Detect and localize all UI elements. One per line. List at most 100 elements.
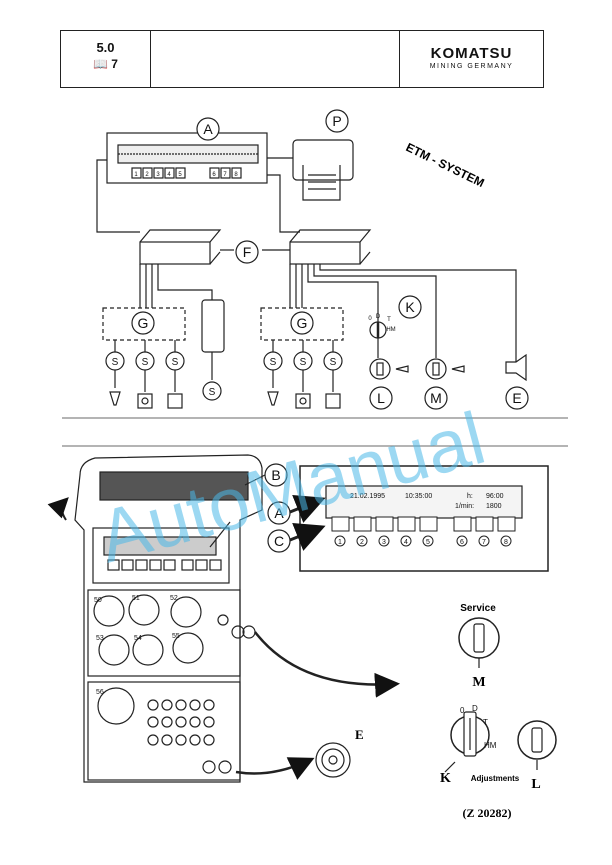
switch-pos: HM [484,741,497,750]
key-label: 6 [212,172,216,178]
gauge-number: 53 [96,635,104,642]
adjustment-knob [315,742,351,778]
callout-l: L [377,390,385,406]
sensor-module [201,299,225,353]
callout-e-bottom: E [355,727,364,742]
callout-m: M [430,390,442,406]
button-number: 5 [426,539,430,546]
display-time: 10:35:00 [405,493,432,500]
dash-panel [74,454,263,783]
group-left [102,307,186,341]
callout-g-right: G [297,315,308,331]
display-hours-label: h: [467,493,473,500]
watermark: AutoManual [90,396,493,578]
callout-c: C [274,533,284,549]
switch-l [517,720,557,770]
callout-g-left: G [138,315,149,331]
service-label: Service [460,603,496,614]
callout-b: B [271,467,280,483]
callout-l-bottom: L [531,777,540,792]
switch-pos: T [483,718,488,727]
s-callouts [105,351,343,401]
button-strip [331,516,516,547]
display-button-5[interactable] [419,516,438,532]
figure-reference: (Z 20282) [463,806,512,820]
gauge-number: 51 [132,595,140,602]
switch-pos: 0 [368,316,372,322]
harness-right [289,229,372,265]
callout-f: F [243,244,252,260]
key-switch-top [369,321,387,358]
callout-k: K [405,299,415,315]
printer [292,139,354,201]
adjustments-label: Adjustments [471,774,520,783]
callout-s: S [209,387,216,398]
horn-icon [505,353,527,382]
switch-pos: HM [386,327,395,333]
display-button-8[interactable] [497,516,516,532]
key-label: 8 [234,172,238,178]
key-switch [444,711,490,773]
button-number: 2 [360,539,364,546]
service-switch [458,617,500,668]
button-number: 8 [504,539,508,546]
display-button-4[interactable] [397,516,416,532]
callout-s: S [270,357,277,368]
control-unit [106,132,268,184]
gauge-number: 52 [170,595,178,602]
unit-keys [131,167,242,179]
callout-e: E [512,390,521,406]
display-button-2[interactable] [353,516,372,532]
switch-l-top [369,358,465,380]
switch-pos: T [387,317,391,323]
key-label: 1 [134,172,138,178]
button-number: 1 [338,539,342,546]
key-label: 5 [178,172,182,178]
callout-s: S [300,357,307,368]
display-button-6[interactable] [453,516,472,532]
sensor-icons [109,391,341,409]
display-rpm-label: 1/min: [455,503,474,510]
group-right [260,307,344,341]
display-button-7[interactable] [475,516,494,532]
switch-pos: D [376,314,381,320]
button-number: 4 [404,539,408,546]
section-number: 5.0 [96,40,115,55]
header-box: 5.0 📖 7 KOMATSU MINING GERMANY [60,30,544,88]
display-date: 21.02.1995 [350,493,385,500]
display-rpm: 1800 [486,503,502,510]
harness-left [139,229,222,265]
callout-s: S [112,357,119,368]
callout-s: S [142,357,149,368]
switch-pos: 0 [460,706,465,715]
callout-a: A [203,121,213,137]
callout-k-bottom: K [440,771,451,786]
gauge-number: 55 [172,633,180,640]
logo-cell: KOMATSU MINING GERMANY [399,31,543,87]
display-button-1[interactable] [331,516,350,532]
key-label: 2 [145,172,149,178]
key-label: 7 [223,172,227,178]
callout-m-bottom: M [472,675,485,690]
callout-a-bottom: A [274,505,284,521]
gauge-number: 56 [96,689,104,696]
display-hours: 96:00 [486,493,504,500]
brand-logo: KOMATSU [430,45,513,62]
button-number: 6 [460,539,464,546]
section-cell: 5.0 📖 7 [61,31,151,87]
gauge-number: 54 [134,635,142,642]
button-number: 7 [482,539,486,546]
page-number: 7 [111,57,118,71]
brand-subtitle: MINING GERMANY [429,63,514,70]
diagram-title: ETM - SYSTEM [404,140,487,190]
page-ref: 📖 7 [61,57,150,71]
rotate-arrow-icon [47,497,69,521]
display-button-3[interactable] [375,516,394,532]
callout-s: S [330,357,337,368]
gauge-number: 50 [94,597,102,604]
callout-s: S [172,357,179,368]
book-icon: 📖 [93,57,108,71]
key-label: 4 [167,172,171,178]
key-label: 3 [156,172,160,178]
